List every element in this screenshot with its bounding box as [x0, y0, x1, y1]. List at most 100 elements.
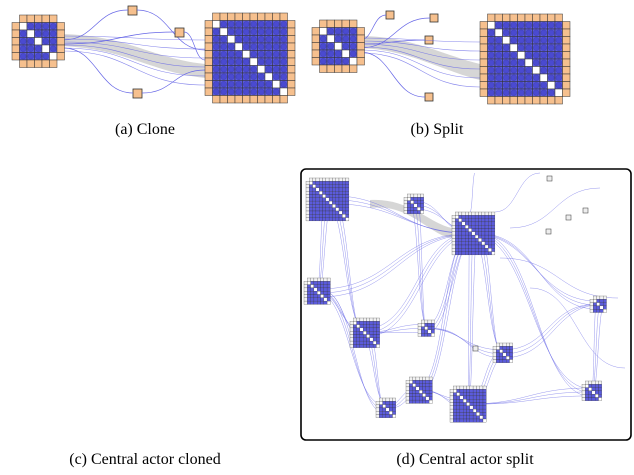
- matrix-edge-cell: [376, 324, 380, 329]
- matrix-cell-node: [327, 43, 334, 50]
- matrix-edge-cell: [325, 187, 330, 192]
- matrix-cell-node: [510, 74, 517, 81]
- matrix-label-cell: [303, 287, 308, 292]
- matrix-edge-cell: [317, 287, 321, 292]
- matrix-edge-cell: [463, 395, 467, 400]
- matrix-cell-node: [50, 38, 57, 45]
- matrix-edge-cell: [376, 337, 380, 342]
- actor-link: [494, 172, 541, 213]
- matrix-edge-cell: [474, 248, 479, 252]
- matrix-cell-node: [220, 36, 227, 43]
- matrix-diagonal-cell: [317, 291, 321, 295]
- matrix-edge-cell: [407, 207, 411, 211]
- matrix-edge-cell: [335, 181, 340, 185]
- single-actor-node: [582, 207, 589, 214]
- matrix-edge-cell: [466, 389, 470, 393]
- matrix-edge-cell: [419, 393, 423, 397]
- matrix-edge-cell: [325, 184, 330, 189]
- matrix-cell-node: [510, 52, 517, 59]
- matrix-edge-cell: [345, 214, 350, 218]
- matrix-edge-cell: [471, 218, 476, 223]
- matrix-edge-cell: [474, 215, 479, 219]
- matrix-edge-cell: [468, 251, 472, 256]
- matrix-cell-node: [228, 51, 235, 58]
- matrix-edge-cell: [338, 217, 343, 222]
- matrix-cell-node: [495, 59, 502, 66]
- matrix-cell-node: [488, 89, 495, 96]
- right-matrix: [479, 13, 571, 105]
- matrix-cell-node: [213, 88, 220, 95]
- matrix-edge-cell: [598, 387, 602, 392]
- matrix-edge-cell: [468, 234, 472, 239]
- matrix-footer-cell: [287, 20, 296, 29]
- matrix-header-cell: [257, 12, 266, 21]
- matrix-cell-node: [243, 58, 250, 65]
- matrix-cell-node: [495, 74, 502, 81]
- matrix-diagonal-cell: [476, 412, 480, 416]
- matrix-edge-cell: [465, 231, 469, 236]
- matrix-link: [359, 52, 481, 88]
- matrix-diagonal-cell: [382, 404, 387, 409]
- matrix-cell-node: [350, 43, 357, 50]
- matrix-edge-cell: [310, 297, 315, 302]
- matrix-header-cell: [227, 12, 236, 21]
- matrix-edge-cell: [382, 411, 387, 415]
- matrix-cell-node: [540, 44, 547, 51]
- matrix-cell-node: [495, 52, 502, 59]
- actor-matrix: [449, 385, 487, 423]
- matrix-edge-cell: [595, 390, 599, 395]
- matrix-edge-cell: [309, 194, 313, 198]
- matrix-cell-node: [280, 51, 287, 58]
- matrix-edge-cell: [322, 184, 326, 189]
- matrix-cell-node: [35, 30, 42, 37]
- matrix-edge-cell: [472, 395, 477, 400]
- matrix-label-cell: [589, 309, 594, 313]
- matrix-cell-node: [320, 58, 327, 65]
- matrix-edge-cell: [474, 221, 479, 226]
- matrix-edge-cell: [345, 181, 350, 185]
- matrix-edge-cell: [458, 248, 463, 252]
- matrix-edge-cell: [484, 218, 489, 223]
- matrix-cell-node: [42, 23, 49, 30]
- matrix-diagonal-cell: [465, 225, 469, 229]
- matrix-header-cell: [547, 13, 556, 22]
- matrix-diagonal-cell: [428, 399, 433, 404]
- matrix-edge-cell: [372, 337, 377, 342]
- matrix-cell-node: [533, 29, 540, 36]
- matrix-edge-cell: [506, 346, 510, 350]
- matrix-edge-cell: [356, 331, 361, 335]
- matrix-edge-cell: [465, 241, 469, 246]
- matrix-label-cell: [405, 393, 410, 397]
- matrix-edge-cell: [509, 346, 513, 350]
- matrix-label-cell: [372, 317, 377, 322]
- matrix-label-cell: [338, 177, 343, 182]
- actor-matrix: [581, 380, 602, 401]
- matrix-cell-node: [265, 88, 272, 95]
- matrix-cell-node: [235, 28, 242, 35]
- matrix-diagonal-cell: [496, 346, 500, 350]
- matrix-edge-cell: [320, 300, 324, 305]
- matrix-edge-cell: [456, 412, 461, 416]
- matrix-label-cell: [303, 284, 308, 289]
- matrix-edge-cell: [345, 207, 350, 212]
- actor-link: [502, 304, 596, 351]
- matrix-edge-cell: [598, 384, 602, 388]
- matrix-footer-cell: [242, 95, 251, 104]
- matrix-edge-cell: [410, 207, 415, 211]
- split-node: [424, 35, 434, 45]
- matrix-cell-node: [235, 36, 242, 43]
- matrix-edge-cell: [322, 191, 326, 195]
- matrix-edge-cell: [363, 337, 367, 342]
- matrix-edge-cell: [588, 390, 593, 395]
- actor-link: [317, 233, 472, 290]
- matrix-diagonal-cell: [257, 65, 266, 74]
- matrix-edge-cell: [317, 297, 321, 302]
- matrix-edge-cell: [366, 324, 370, 329]
- matrix-edge-cell: [455, 238, 459, 242]
- matrix-cell-node: [42, 38, 49, 45]
- matrix-diagonal-cell: [499, 349, 504, 354]
- matrix-edge-cell: [596, 305, 601, 310]
- matrix-edge-cell: [491, 218, 496, 223]
- matrix-footer-cell: [554, 96, 563, 105]
- matrix-footer-cell: [356, 42, 365, 51]
